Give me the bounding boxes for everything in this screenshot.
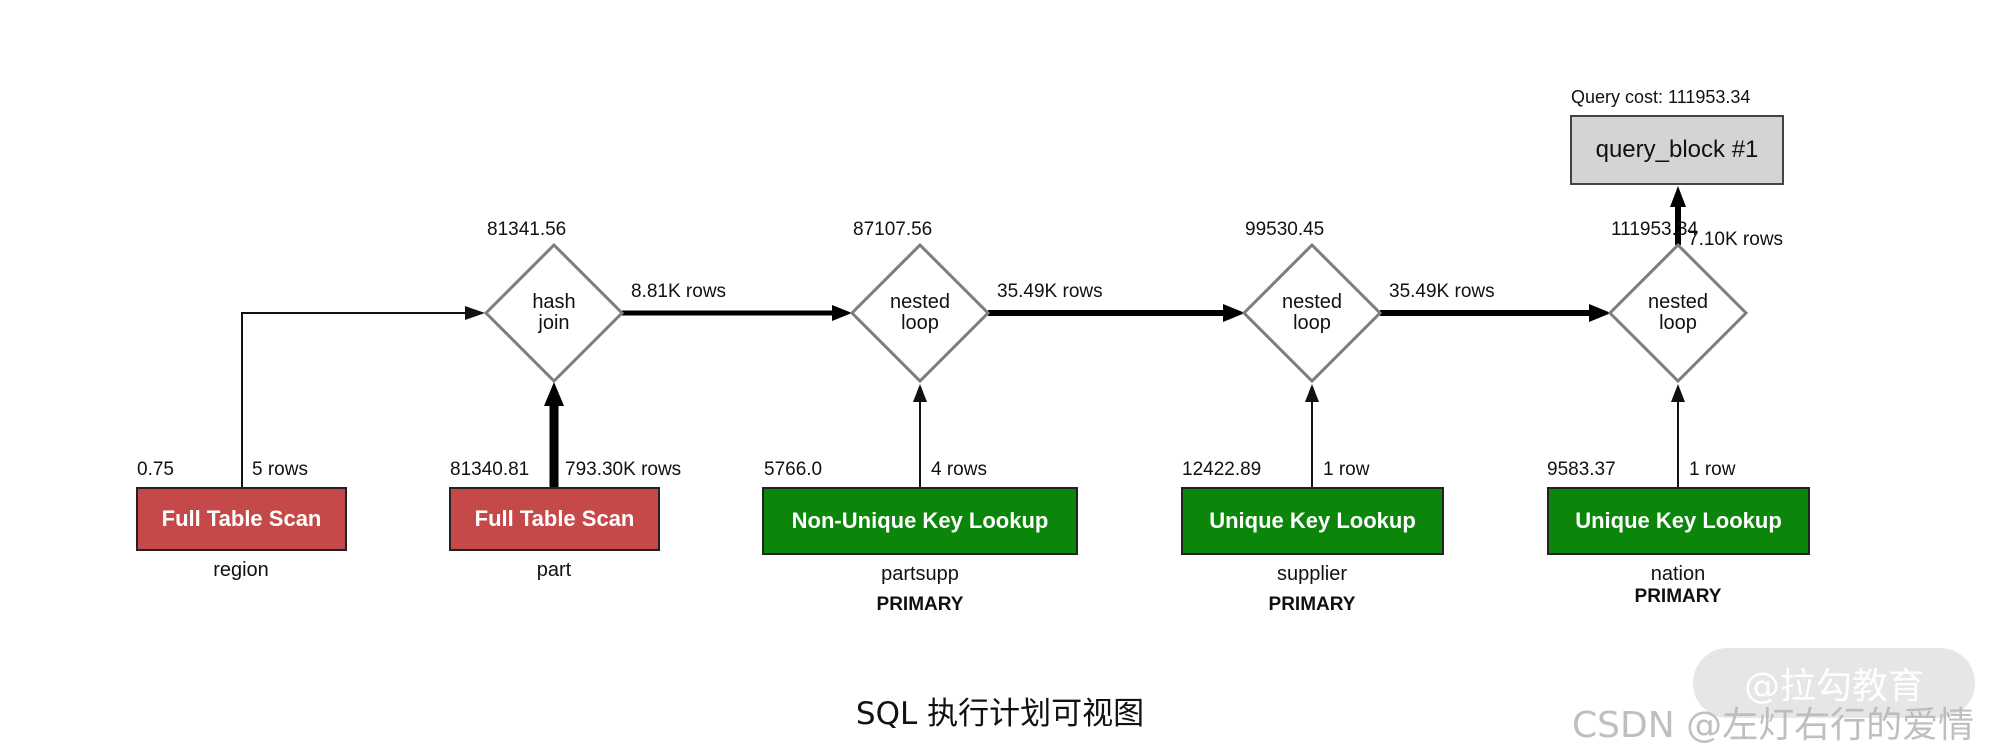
partsupp-access-box: Non-Unique Key Lookup <box>762 487 1078 555</box>
nested-loop-1-cost: 87107.56 <box>853 219 933 240</box>
hash-join-label-line1: hash <box>532 291 576 313</box>
nested-loop-2-cost: 99530.45 <box>1245 219 1325 240</box>
hash-join-label: hash join <box>494 292 614 334</box>
edge-loop1-to-loop2 <box>988 304 1245 322</box>
hash-join-diamond <box>483 242 625 384</box>
nested-loop-3-diamond <box>1607 242 1749 384</box>
nested-loop-2-label-line2: loop <box>1293 312 1331 334</box>
supplier-access-box: Unique Key Lookup <box>1181 487 1444 555</box>
query-block-label: query_block #1 <box>1595 136 1759 163</box>
partsupp-cost: 5766.0 <box>764 459 823 480</box>
partsupp-table-name: partsupp <box>881 563 959 585</box>
supplier-access-label: Unique Key Lookup <box>1209 508 1416 533</box>
part-access-label: Full Table Scan <box>474 506 635 531</box>
partsupp-access-label: Non-Unique Key Lookup <box>791 508 1049 533</box>
edge-hash-join-to-loop1 <box>622 305 852 321</box>
nested-loop-2-label-line1: nested <box>1281 291 1343 313</box>
watermark-bubble: @拉勾教育 <box>1693 648 1975 718</box>
nested-loop-2-diamond <box>1241 242 1383 384</box>
query-cost-label: Query cost: 111953.34 <box>1571 87 1751 107</box>
supplier-rows: 1 row <box>1323 459 1370 480</box>
nested-loop-3-label-line1: nested <box>1647 291 1709 313</box>
region-access-box: Full Table Scan <box>136 487 347 551</box>
edge-loop3-to-query-block <box>1670 186 1686 245</box>
nested-loop-2-label: nested loop <box>1252 292 1372 334</box>
nation-table-name: nation <box>1650 563 1706 585</box>
nested-loop-3-label: nested loop <box>1618 292 1738 334</box>
edge-partsupp-to-loop1 <box>913 384 927 487</box>
watermark-bubble-text: @拉勾教育 <box>1743 666 1924 707</box>
region-rows: 5 rows <box>252 459 308 480</box>
region-cost: 0.75 <box>137 459 174 480</box>
partsupp-key-name: PRIMARY <box>876 594 964 615</box>
edge-part-to-hash-join <box>544 382 564 487</box>
nested-loop-1-label-line2: loop <box>901 312 939 334</box>
hash-join-label-line2: join <box>538 312 570 334</box>
part-cost: 81340.81 <box>450 459 530 480</box>
region-table-name: region <box>213 559 269 581</box>
part-rows: 793.30K rows <box>565 459 682 480</box>
edge-nation-to-loop3 <box>1671 384 1685 487</box>
hash-join-cost: 81341.56 <box>487 219 567 240</box>
edge-loop2-to-loop3 <box>1380 304 1611 322</box>
nested-loop-1-label-line1: nested <box>889 291 951 313</box>
partsupp-rows: 4 rows <box>931 459 987 480</box>
watermark-text: CSDN @左灯右行的爱情 <box>1572 705 1975 746</box>
nested-loop-3-cost: 111953.34 <box>1611 219 1698 240</box>
nation-access-box: Unique Key Lookup <box>1547 487 1810 555</box>
nation-access-label: Unique Key Lookup <box>1575 508 1782 533</box>
nested-loop-2-out-rows: 35.49K rows <box>1389 281 1495 302</box>
edge-supplier-to-loop2 <box>1305 384 1319 487</box>
hash-join-out-rows: 8.81K rows <box>631 281 727 302</box>
part-table-name: part <box>536 559 572 581</box>
nation-rows: 1 row <box>1689 459 1736 480</box>
nation-cost: 9583.37 <box>1547 459 1616 480</box>
supplier-table-name: supplier <box>1276 563 1348 585</box>
nested-loop-3-out-rows: 7.10K rows <box>1688 229 1784 250</box>
edge-region-to-hash-join <box>241 306 485 487</box>
query-block-node: query_block #1 <box>1570 115 1784 185</box>
nested-loop-1-out-rows: 35.49K rows <box>997 281 1103 302</box>
nested-loop-3-label-line2: loop <box>1659 312 1697 334</box>
supplier-key-name: PRIMARY <box>1268 594 1356 615</box>
nation-key-name: PRIMARY <box>1634 586 1722 607</box>
figure-caption: SQL 执行计划可视图 <box>855 696 1145 732</box>
region-access-label: Full Table Scan <box>161 506 322 531</box>
supplier-cost: 12422.89 <box>1182 459 1262 480</box>
nested-loop-1-diamond <box>849 242 991 384</box>
nested-loop-1-label: nested loop <box>860 292 980 334</box>
part-access-box: Full Table Scan <box>449 487 660 551</box>
